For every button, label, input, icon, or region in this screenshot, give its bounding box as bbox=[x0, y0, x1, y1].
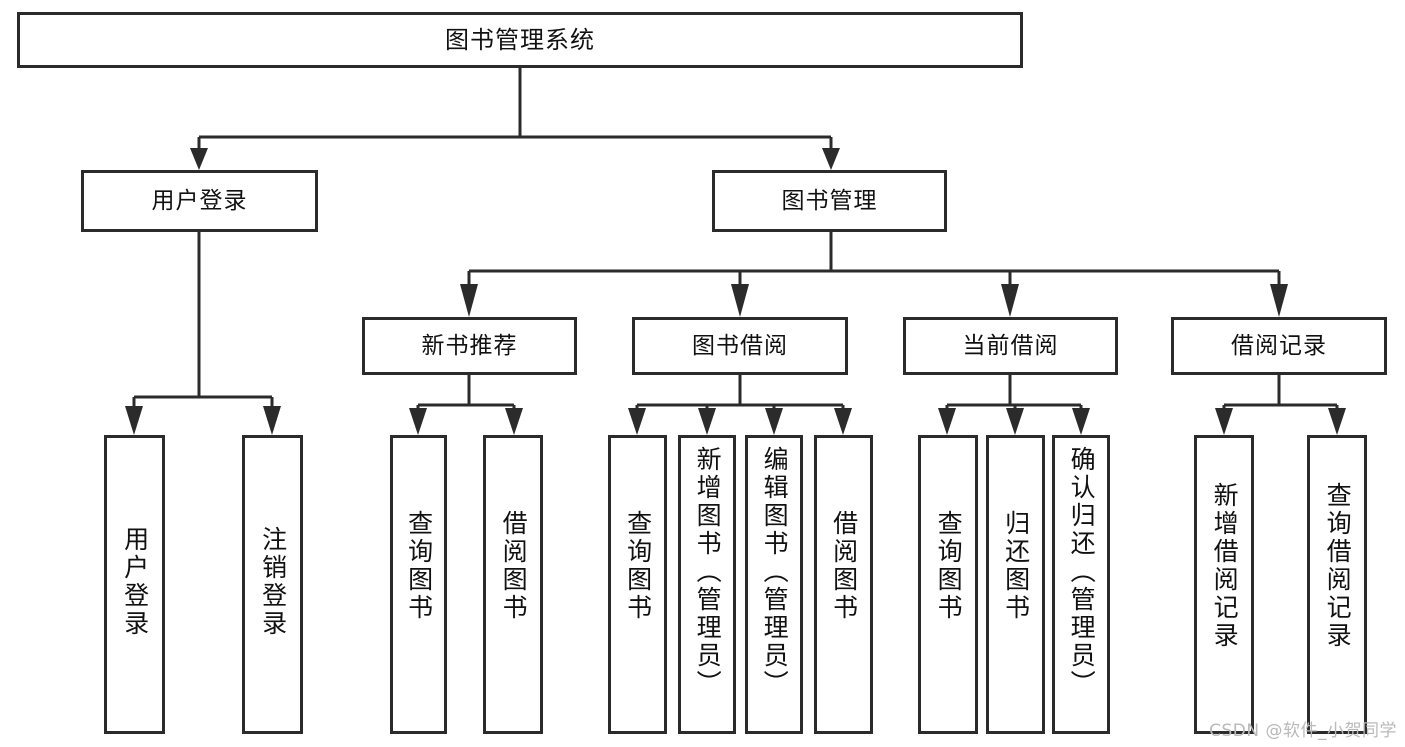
arrow-ul-2 bbox=[263, 406, 281, 435]
leaf-borrow-book-2[interactable]: 借阅图书 bbox=[814, 435, 873, 734]
leaf-query-book-1-label: 查询图书 bbox=[404, 510, 434, 622]
arrow-ul-1 bbox=[125, 406, 143, 435]
leaf-query-record-label: 查询借阅记录 bbox=[1323, 482, 1353, 650]
node-book-borrow-label: 图书借阅 bbox=[692, 332, 788, 359]
leaf-logout-login-label: 注销登录 bbox=[258, 526, 288, 638]
leaf-query-book-1[interactable]: 查询图书 bbox=[390, 435, 447, 734]
node-root-label: 图书管理系统 bbox=[445, 26, 595, 54]
arrow-nb-1 bbox=[409, 408, 427, 435]
leaf-confirm-return-label: 确认归还（管理员） bbox=[1067, 446, 1097, 698]
node-new-book-recommend-label: 新书推荐 bbox=[421, 332, 518, 359]
node-current-borrow[interactable]: 当前借阅 bbox=[903, 317, 1118, 375]
arrow-bb-4 bbox=[834, 408, 852, 435]
arrow-new-book bbox=[460, 284, 478, 317]
arrow-book-borrow bbox=[731, 284, 749, 317]
node-root[interactable]: 图书管理系统 bbox=[17, 12, 1023, 68]
leaf-query-book-2-label: 查询图书 bbox=[623, 510, 653, 622]
node-book-borrow[interactable]: 图书借阅 bbox=[632, 317, 848, 375]
node-new-book-recommend[interactable]: 新书推荐 bbox=[362, 317, 577, 375]
leaf-query-record[interactable]: 查询借阅记录 bbox=[1307, 435, 1367, 734]
leaf-edit-book-label: 编辑图书（管理员） bbox=[760, 446, 790, 698]
node-user-login[interactable]: 用户登录 bbox=[81, 170, 318, 232]
node-borrow-record-label: 借阅记录 bbox=[1231, 332, 1327, 359]
leaf-edit-book[interactable]: 编辑图书（管理员） bbox=[745, 435, 803, 734]
watermark: CSDN @软件_小贺同学 bbox=[1209, 721, 1397, 741]
arrow-bb-3 bbox=[765, 408, 783, 435]
arrow-bb-2 bbox=[698, 408, 716, 435]
leaf-borrow-book-1-label: 借阅图书 bbox=[499, 510, 529, 622]
leaf-add-book[interactable]: 新增图书（管理员） bbox=[678, 435, 736, 734]
arrow-user-login bbox=[190, 148, 208, 170]
node-user-login-label: 用户登录 bbox=[151, 187, 248, 214]
leaf-borrow-book-1[interactable]: 借阅图书 bbox=[483, 435, 543, 734]
arrow-br-1 bbox=[1215, 408, 1233, 435]
arrow-br-2 bbox=[1328, 408, 1346, 435]
arrow-current-borrow bbox=[1001, 284, 1019, 317]
leaf-query-book-3-label: 查询图书 bbox=[934, 510, 964, 622]
arrow-bb-1 bbox=[628, 408, 646, 435]
arrow-book-management bbox=[822, 148, 840, 170]
arrow-nb-2 bbox=[505, 408, 523, 435]
arrow-cb-1 bbox=[938, 408, 956, 435]
leaf-add-record-label: 新增借阅记录 bbox=[1210, 482, 1240, 650]
leaf-logout-login[interactable]: 注销登录 bbox=[242, 435, 303, 734]
node-book-management-label: 图书管理 bbox=[781, 187, 878, 214]
leaf-add-book-label: 新增图书（管理员） bbox=[693, 446, 723, 698]
arrow-cb-2 bbox=[1006, 408, 1024, 435]
leaf-confirm-return[interactable]: 确认归还（管理员） bbox=[1052, 435, 1110, 734]
leaf-query-book-3[interactable]: 查询图书 bbox=[918, 435, 978, 734]
arrow-borrow-record bbox=[1270, 284, 1288, 317]
leaf-add-record[interactable]: 新增借阅记录 bbox=[1194, 435, 1254, 734]
node-borrow-record[interactable]: 借阅记录 bbox=[1171, 317, 1387, 375]
arrow-cb-3 bbox=[1072, 408, 1090, 435]
leaf-return-book-label: 归还图书 bbox=[1001, 510, 1031, 622]
leaf-query-book-2[interactable]: 查询图书 bbox=[608, 435, 667, 734]
leaf-borrow-book-2-label: 借阅图书 bbox=[829, 510, 859, 622]
node-book-management[interactable]: 图书管理 bbox=[712, 170, 947, 232]
leaf-user-login[interactable]: 用户登录 bbox=[104, 435, 165, 734]
leaf-user-login-label: 用户登录 bbox=[120, 526, 150, 638]
node-current-borrow-label: 当前借阅 bbox=[962, 332, 1059, 359]
leaf-return-book[interactable]: 归还图书 bbox=[986, 435, 1045, 734]
